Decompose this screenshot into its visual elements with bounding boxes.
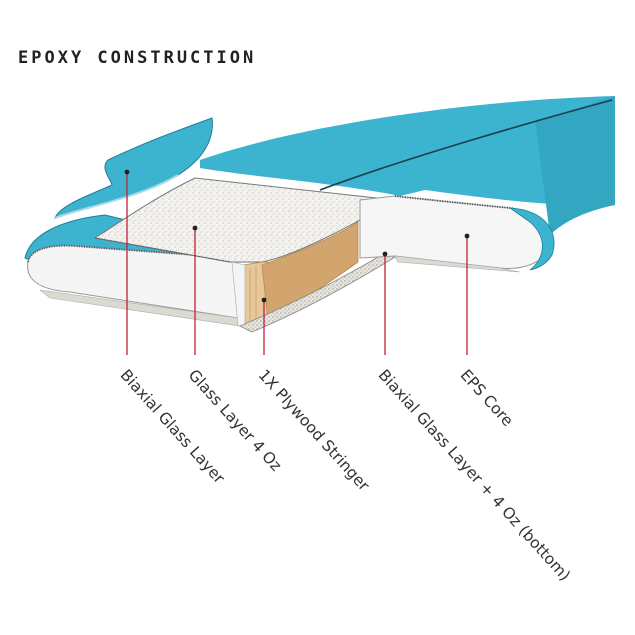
bottom-glass-right [394,255,521,273]
leader-dot-eps [464,233,470,239]
leader-dot-stringer [261,297,267,303]
deck-side-shade [535,96,615,235]
leader-lines [126,172,468,355]
leader-dot-bottom [382,251,388,257]
deck-top-surface [200,96,615,206]
leader-dot-biaxial [124,169,130,175]
leader-dot-glass [192,225,198,231]
diagram-title: EPOXY CONSTRUCTION [18,48,257,68]
deck-stringer-line [319,99,613,191]
rail-body-right [508,207,555,271]
